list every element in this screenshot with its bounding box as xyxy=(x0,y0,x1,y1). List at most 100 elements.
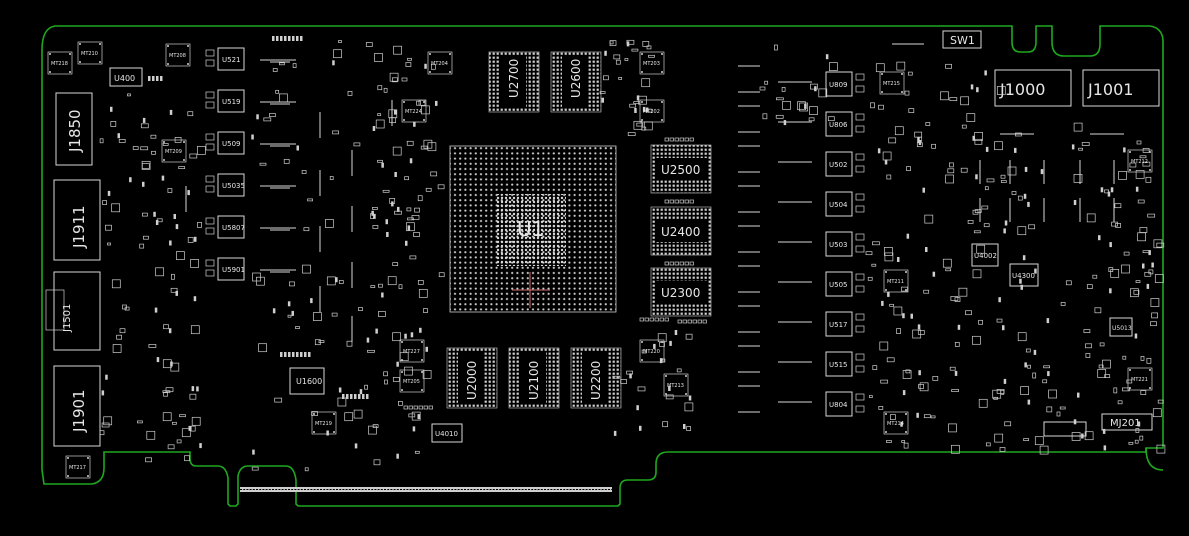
connector-j1911[interactable]: J1911 xyxy=(53,179,101,261)
mt-label: MT227 xyxy=(403,349,420,355)
ic-u4300[interactable]: U4300 xyxy=(1009,263,1039,287)
mounting-hole-mt224[interactable]: MT224 xyxy=(401,99,427,123)
j1911-label: J1911 xyxy=(70,205,88,249)
mounting-hole-mt202[interactable]: MT202 xyxy=(639,99,665,123)
mj201-label: MJ201 xyxy=(1110,418,1141,429)
memory-u2200[interactable]: U2200 xyxy=(570,347,622,409)
vrm-right-u503[interactable]: U503 xyxy=(738,225,865,257)
connector-j1501[interactable]: J1501 xyxy=(45,271,101,351)
memory-u2000[interactable]: U2000 xyxy=(446,347,498,409)
mounting-hole-mt215[interactable]: MT215 xyxy=(879,71,905,95)
vrm-left-u5901[interactable]: U5901 xyxy=(205,257,296,281)
u2600-label: U2600 xyxy=(569,59,583,98)
mounting-hole-mt203[interactable]: MT203 xyxy=(639,51,665,75)
vrm-right-u505[interactable]: U505 xyxy=(738,265,865,297)
mounting-hole-mt204[interactable]: MT204 xyxy=(427,51,453,75)
mounting-hole-mt205[interactable]: MT205 xyxy=(399,369,425,393)
connector-j1901[interactable]: J1901 xyxy=(53,365,101,447)
vrm-right-u804[interactable]: U804 xyxy=(738,385,865,417)
mounting-hole-mt217[interactable]: MT217 xyxy=(65,455,91,479)
u2000-label: U2000 xyxy=(465,361,479,400)
gpu-u1[interactable]: U1 xyxy=(449,145,617,313)
u2100-label: U2100 xyxy=(527,361,541,400)
connector-j1001[interactable]: J1001 xyxy=(1082,69,1160,107)
u1-label: U1 xyxy=(517,217,544,241)
memory-u2700[interactable]: U2700 xyxy=(488,51,540,113)
mt-label: MT208 xyxy=(169,53,186,59)
vrm-right-u809[interactable]: U809 xyxy=(738,65,865,97)
mounting-hole-mt218[interactable]: MT218 xyxy=(47,51,73,75)
sw1-label: SW1 xyxy=(950,34,975,47)
mounting-hole-mt208[interactable]: MT208 xyxy=(165,43,191,67)
mt-label: MT205 xyxy=(403,379,420,385)
mounting-hole-mt209[interactable]: MT209 xyxy=(161,139,187,163)
vrm-right-u515[interactable]: U515 xyxy=(738,345,865,377)
vrm-left-u5035[interactable]: U5035 xyxy=(205,173,296,197)
vrm-left-u5807[interactable]: U5807 xyxy=(205,215,296,239)
mounting-hole-mt221[interactable]: MT221 xyxy=(1127,367,1153,391)
u4002-label: U4002 xyxy=(974,252,997,260)
mounting-hole-mt214[interactable]: MT214 xyxy=(883,411,909,435)
mt-label: MT211 xyxy=(887,279,904,285)
switch-sw1[interactable]: SW1 xyxy=(942,30,982,49)
mt-label: MT219 xyxy=(315,421,332,427)
mounting-hole-mt212[interactable]: MT212 xyxy=(1127,149,1153,173)
connector-j1850[interactable]: J1850 xyxy=(55,92,93,166)
ic-u4010[interactable]: U4010 xyxy=(431,423,463,443)
mt-label: MT202 xyxy=(643,109,660,115)
vrm-right-u517[interactable]: U517 xyxy=(738,305,865,337)
connector-header-small xyxy=(1043,421,1087,437)
vrm-right-label: U515 xyxy=(829,361,847,369)
vrm-right-label: U502 xyxy=(829,161,847,169)
memory-u2600[interactable]: U2600 xyxy=(550,51,602,113)
u2300-label: U2300 xyxy=(661,286,700,300)
mounting-hole-mt219[interactable]: MT219 xyxy=(311,411,337,435)
mounting-hole-mt210[interactable]: MT210 xyxy=(77,41,103,65)
vrm-right-u504[interactable]: U504 xyxy=(738,185,865,217)
mounting-hole-mt227[interactable]: MT227 xyxy=(399,339,425,363)
vrm-right-label: U503 xyxy=(829,241,847,249)
vrm-right-label: U804 xyxy=(829,401,848,409)
memory-u2100[interactable]: U2100 xyxy=(508,347,560,409)
u4010-label: U4010 xyxy=(435,430,458,438)
mt-label: MT204 xyxy=(431,61,448,67)
ic-u5013[interactable]: U5013 xyxy=(1109,317,1133,337)
board-outline xyxy=(41,25,1164,507)
connector-mj201[interactable]: MJ201 xyxy=(1101,413,1153,431)
vrm-right-label: U517 xyxy=(829,321,847,329)
mounting-hole-mt220[interactable]: MT220 xyxy=(639,339,665,363)
connector-j1000[interactable]: J1000 xyxy=(994,69,1072,107)
mt-label: MT221 xyxy=(1131,377,1148,383)
u2200-label: U2200 xyxy=(589,361,603,400)
passive-components xyxy=(99,36,1166,472)
mt-label: MT215 xyxy=(883,81,900,87)
mt-label: MT220 xyxy=(643,349,660,355)
vrm-right-label: U505 xyxy=(829,281,847,289)
vrm-right-u806[interactable]: U806 xyxy=(738,105,865,137)
mounting-hole-mt213[interactable]: MT213 xyxy=(663,373,689,397)
vrm-left-u521[interactable]: U521 xyxy=(205,47,296,71)
memory-u2300[interactable]: U2300 xyxy=(650,267,712,317)
vrm-left-label: U521 xyxy=(222,56,240,64)
mounting-hole-mt211[interactable]: MT211 xyxy=(883,269,909,293)
ic-u4002[interactable]: U4002 xyxy=(971,243,999,267)
mt-label: MT209 xyxy=(165,149,182,155)
memory-u2400[interactable]: U2400 xyxy=(650,206,712,256)
j1001-label: J1001 xyxy=(1087,80,1133,99)
j1000-label: J1000 xyxy=(999,80,1045,99)
vrm-left-u519[interactable]: U519 xyxy=(205,89,296,113)
vrm-right-u502[interactable]: U502 xyxy=(738,145,865,177)
mt-label: MT212 xyxy=(1131,159,1148,165)
ic-u1600[interactable]: U1600 xyxy=(289,367,325,395)
u1600-label: U1600 xyxy=(296,377,322,386)
ic-u400[interactable]: U400 xyxy=(109,67,143,87)
u400-label: U400 xyxy=(114,74,135,83)
vrm-left-u509[interactable]: U509 xyxy=(205,131,296,155)
memory-u2500[interactable]: U2500 xyxy=(650,144,712,194)
pcie-edge-connector xyxy=(240,487,612,492)
u2400-label: U2400 xyxy=(661,225,700,239)
